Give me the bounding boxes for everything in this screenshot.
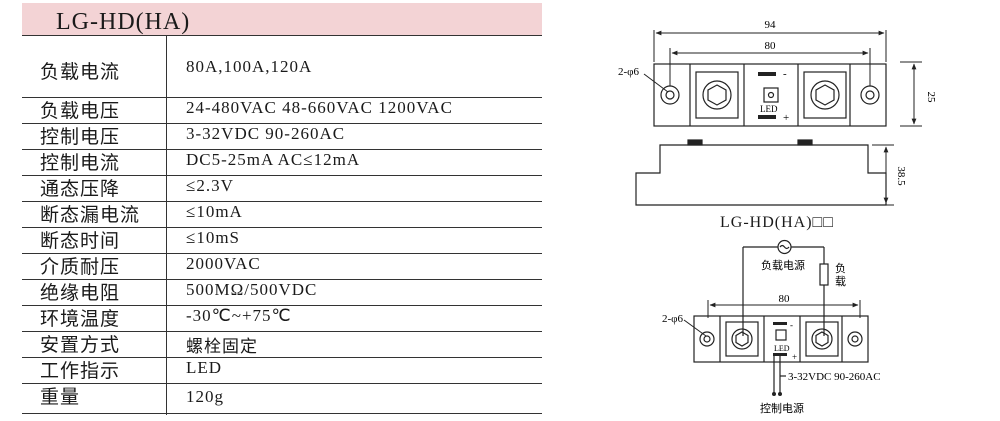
dim-38-5-label: 38.5: [895, 166, 907, 186]
load-label-char: 载: [835, 275, 846, 288]
model-label: LG-HD(HA)□□: [720, 214, 834, 231]
spec-label: 负载电流: [40, 61, 121, 83]
wiring-dim-80-label: 80: [779, 293, 791, 305]
spec-value: 120g: [186, 387, 224, 406]
dim-80-label: 80: [765, 40, 777, 52]
spec-label: 安置方式: [40, 334, 121, 356]
spec-label: 工作指示: [40, 360, 121, 382]
spec-label: 通态压降: [40, 178, 121, 200]
spec-value: ≤2.3V: [186, 176, 234, 195]
relay-top-view: [653, 63, 887, 127]
spec-label: 负载电压: [40, 100, 121, 122]
spec-label: 控制电流: [40, 152, 121, 174]
page-title: LG-HD(HA): [56, 9, 191, 35]
table-rule: [22, 305, 542, 306]
spec-label: 控制电压: [40, 126, 121, 148]
spec-value: ≤10mA: [186, 202, 243, 221]
control-terminal: [778, 392, 782, 396]
spec-value: LED: [186, 358, 223, 377]
table-rule: [22, 383, 542, 384]
wiring-minus-sign: -: [790, 320, 793, 330]
control-voltage-label: 3-32VDC 90-260AC: [788, 371, 881, 383]
title-bar: LG-HD(HA): [22, 3, 542, 35]
spec-value: 3-32VDC 90-260AC: [186, 124, 346, 143]
wiring-diagram: 负载电源 负 载 80 2-φ6 - + LED: [662, 239, 881, 415]
table-rule: [22, 149, 542, 150]
wiring-plus-sign: +: [792, 352, 797, 362]
table-rule: [22, 97, 542, 98]
table-column-divider: [166, 35, 167, 415]
spec-value: 24-480VAC 48-660VAC 1200VAC: [186, 98, 453, 117]
relay-wiring-view: [693, 315, 869, 363]
plus-sign: +: [783, 112, 789, 124]
table-rule: [22, 279, 542, 280]
spec-label: 重量: [40, 386, 81, 408]
dim-25-label: 25: [925, 92, 937, 104]
spec-table: 负载电流 负载电压 控制电压 控制电流 通态压降 断态漏电流 断态时间 介质耐压…: [22, 35, 542, 415]
spec-value: 500MΩ/500VDC: [186, 280, 318, 299]
hole-label: 2-φ6: [618, 66, 640, 78]
led-label: LED: [760, 104, 778, 114]
load-supply-label: 负载电源: [761, 258, 805, 272]
load-label: 负 载: [835, 261, 850, 288]
table-rule: [22, 357, 542, 358]
load-label-char: 负: [835, 261, 846, 275]
spec-value: 螺栓固定: [186, 337, 258, 356]
table-rule: [22, 413, 542, 414]
spec-value: -30℃~+75℃: [186, 306, 292, 325]
wiring-hole-label: 2-φ6: [662, 313, 684, 325]
relay-side-view: [635, 139, 887, 206]
spec-label: 断态漏电流: [40, 204, 141, 226]
table-rule: [22, 253, 542, 254]
spec-label: 断态时间: [40, 230, 121, 252]
spec-value: ≤10mS: [186, 228, 241, 247]
spec-label: 绝缘电阻: [40, 282, 121, 304]
table-rule: [22, 331, 542, 332]
wiring-led-label: LED: [774, 344, 790, 353]
table-rule: [22, 227, 542, 228]
control-supply-label: 控制电源: [760, 401, 804, 415]
dim-94-label: 94: [765, 19, 777, 31]
table-rule: [22, 201, 542, 202]
table-rule: [22, 123, 542, 124]
minus-sign: -: [783, 68, 787, 80]
spec-label: 环境温度: [40, 308, 121, 330]
spec-value: 2000VAC: [186, 254, 261, 273]
table-rule: [22, 175, 542, 176]
table-rule: [22, 35, 542, 36]
spec-label: 介质耐压: [40, 256, 121, 278]
spec-value: DC5-25mA AC≤12mA: [186, 150, 361, 169]
spec-value: 80A,100A,120A: [186, 57, 313, 76]
dimension-drawing: 94 80 25 38.5 2-φ6 - + LED: [618, 19, 937, 206]
control-terminal: [772, 392, 776, 396]
